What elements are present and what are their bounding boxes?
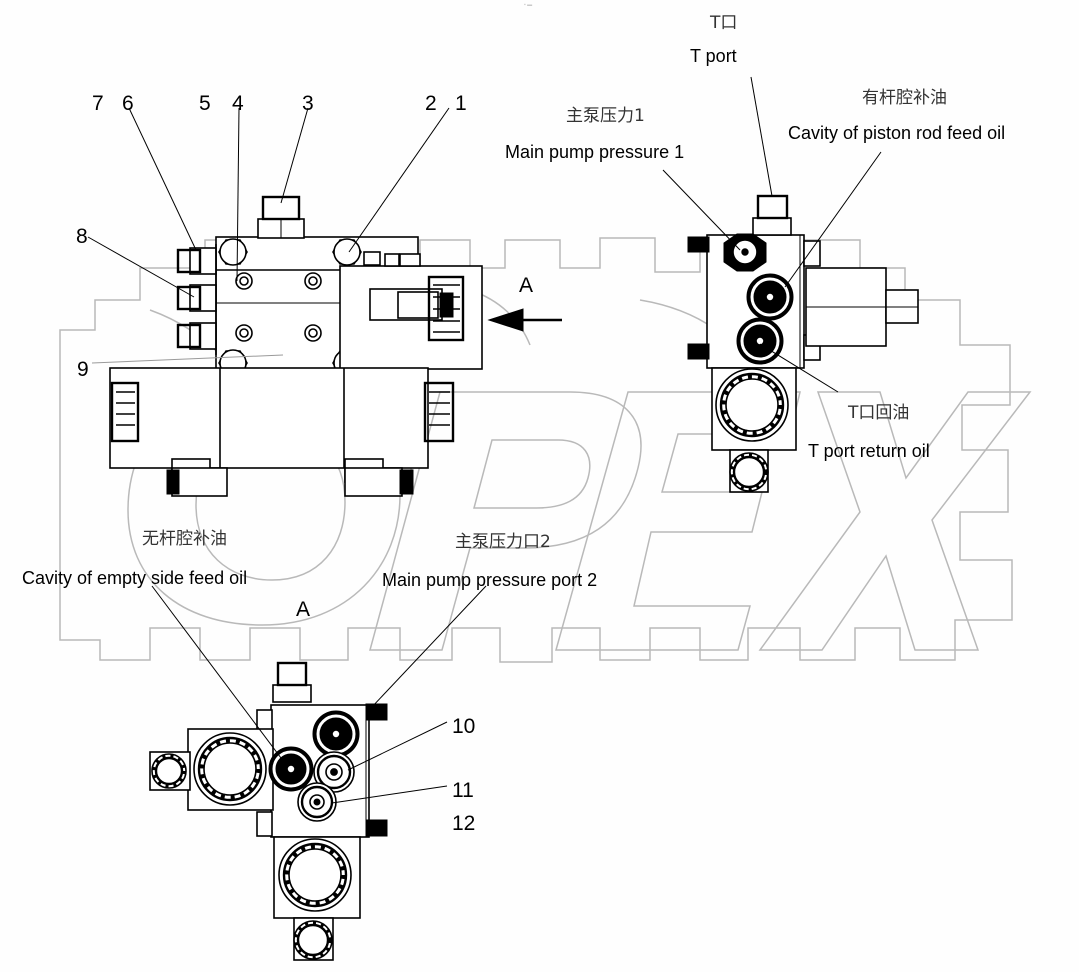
label-piston-rod-feed-oil-cn: 有杆腔补油 xyxy=(862,88,947,108)
leader-main-pump-port-2 xyxy=(370,585,487,709)
test-port-lower xyxy=(736,317,784,365)
hex-plug-right xyxy=(723,233,767,272)
stray-artifact: ▪ ▬ xyxy=(524,2,533,8)
side-tab-upper xyxy=(687,236,710,253)
leader-3 xyxy=(280,107,309,204)
leader-8 xyxy=(87,236,195,298)
label-main-pump-pressure-1-en: Main pump pressure 1 xyxy=(505,142,685,162)
bottom-port-feed-oil xyxy=(268,746,314,792)
valve-assembly-top-left xyxy=(109,195,483,497)
leader-6 xyxy=(128,107,197,251)
label-piston-rod-feed-oil-en: Cavity of piston rod feed oil xyxy=(788,123,1006,143)
label-t-port-return-oil-cn: T口回油 xyxy=(848,403,910,423)
leader-piston-rod-feed xyxy=(784,151,882,288)
callout-number-11: 11 xyxy=(452,779,474,802)
callout-number-4: 4 xyxy=(232,92,244,115)
callout-number-6: 6 xyxy=(122,92,134,115)
valve-assembly-top-right xyxy=(687,194,919,493)
ribbed-connector-upper xyxy=(427,275,465,342)
lower-valve-body xyxy=(109,367,429,469)
label-main-pump-pressure-1-cn: 主泵压力1 xyxy=(566,106,645,126)
hex-boss-top-left xyxy=(218,238,248,266)
label-empty-side-feed-oil-cn: 无杆腔补油 xyxy=(142,529,227,549)
leader-empty-side-feed xyxy=(151,585,285,763)
ribbed-connector-lower-left xyxy=(110,381,140,443)
leader-1 xyxy=(348,107,450,253)
spline-teeth-upper xyxy=(720,373,784,437)
callout-number-3: 3 xyxy=(302,92,314,115)
leader-t-port xyxy=(750,76,773,197)
bottom-port-11 xyxy=(297,782,337,822)
section-arrow-group xyxy=(487,308,562,332)
socket-screws xyxy=(235,272,322,342)
leader-10 xyxy=(347,721,448,771)
leader-9 xyxy=(91,354,284,364)
callout-number-7: 7 xyxy=(92,92,104,115)
left-port-fittings xyxy=(176,244,217,355)
callout-leader-lines-left xyxy=(87,107,450,364)
bottom-tab-lower xyxy=(365,819,388,837)
callout-number-2: 2 xyxy=(425,92,437,115)
label-t-port-return-oil-en: T port return oil xyxy=(808,441,930,461)
section-marker-a-bottom: A xyxy=(296,598,311,621)
side-tab-lower xyxy=(687,343,710,360)
hex-boss-top-right xyxy=(332,238,362,266)
bottom-port-main-pressure xyxy=(312,710,360,758)
leader-11 xyxy=(331,785,448,804)
ribbed-connector-lower-right xyxy=(423,381,455,443)
label-empty-side-feed-oil-en: Cavity of empty side feed oil xyxy=(22,568,248,588)
leader-4 xyxy=(236,107,240,282)
callout-number-1: 1 xyxy=(455,92,467,115)
bottom-tab-upper xyxy=(365,703,388,721)
test-port-upper xyxy=(746,273,794,321)
callout-number-12: 12 xyxy=(452,812,476,835)
leader-t-port-return xyxy=(759,343,839,393)
section-marker-a-top: A xyxy=(519,274,534,297)
callout-number-10: 10 xyxy=(452,715,476,738)
lower-stub-fittings xyxy=(166,458,414,497)
top-cap-fitting xyxy=(257,195,305,239)
callout-leader-lines-right xyxy=(662,76,882,393)
label-main-pump-pressure-port-2-en: Main pump pressure port 2 xyxy=(382,570,598,590)
callout-number-8: 8 xyxy=(76,225,88,248)
label-t-port-cn: T口 xyxy=(710,13,738,33)
callout-number-9: 9 xyxy=(77,358,89,381)
label-main-pump-pressure-port-2-cn: 主泵压力口2 xyxy=(455,532,551,552)
callout-number-5: 5 xyxy=(199,92,211,115)
valve-assembly-bottom xyxy=(149,661,388,961)
callout-leader-lines-bottom xyxy=(151,585,487,804)
leader-main-pump-1 xyxy=(662,169,741,251)
label-t-port-en: T port xyxy=(690,46,737,66)
